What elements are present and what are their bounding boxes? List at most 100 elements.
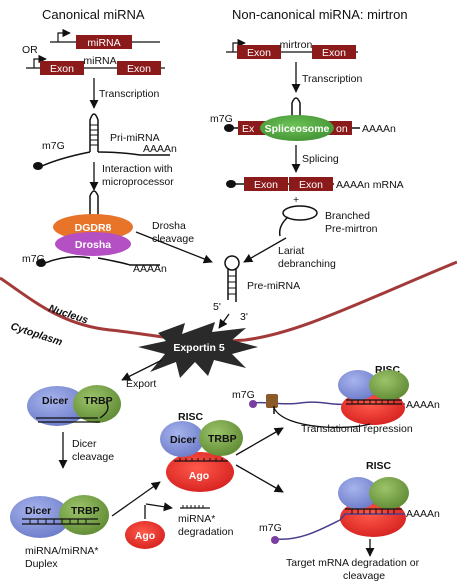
mrna-label: AAAAn mRNA bbox=[336, 179, 404, 191]
splicing-label: Splicing bbox=[302, 153, 339, 165]
spliceosome-label: Spliceosome bbox=[265, 123, 330, 135]
duplex-label-1: miRNA/miRNA* bbox=[25, 545, 99, 557]
passenger-strand bbox=[180, 505, 210, 509]
exon-left-label: Exon bbox=[50, 63, 74, 75]
arrow-passenger-degradation bbox=[145, 502, 173, 512]
target-label-1: Target mRNA degradation or bbox=[286, 557, 420, 569]
drosha-cleavage-label-2: cleavage bbox=[152, 233, 194, 245]
duplex-label-2: Duplex bbox=[25, 558, 58, 570]
polya-label-1: AAAAn bbox=[143, 143, 177, 155]
m7g-label-mirtron: m7G bbox=[210, 113, 233, 125]
risc-bottom bbox=[271, 477, 409, 544]
mirtron-exon-right-label: Exon bbox=[322, 47, 346, 59]
exportin-label: Exportin 5 bbox=[173, 342, 225, 354]
polya-bottom-label: AAAAn bbox=[406, 508, 440, 520]
spliceosome-shape bbox=[260, 115, 334, 141]
dicer-cleavage-label-2: cleavage bbox=[72, 451, 114, 463]
mirtron-exon-right bbox=[312, 45, 356, 59]
translational-repression-label: Translational repression bbox=[301, 423, 413, 435]
risc-top bbox=[249, 370, 409, 429]
title-noncanonical: Non-canonical miRNA: mirtron bbox=[232, 7, 408, 22]
arrow-lariat-debranching bbox=[243, 237, 287, 263]
spliced-mrna bbox=[226, 177, 334, 191]
nucleus-label: Nucleus bbox=[47, 302, 90, 326]
mirtron-gene bbox=[226, 38, 358, 59]
m7g-bottom-label: m7G bbox=[259, 522, 282, 534]
plus-sign: + bbox=[293, 194, 299, 206]
arrow-to-degradation bbox=[235, 464, 284, 493]
degradation-label-1: miRNA* bbox=[178, 513, 215, 525]
exportin-shape bbox=[138, 322, 258, 378]
spliceosome-complex bbox=[224, 97, 360, 141]
drosha-label: Drosha bbox=[75, 239, 111, 251]
m7g-top-label: m7G bbox=[232, 389, 255, 401]
arrow-to-exportin bbox=[218, 313, 230, 329]
interaction-label-1: Interaction with bbox=[102, 163, 173, 175]
on-fragment-label: on bbox=[336, 123, 348, 135]
dicer-complex-1 bbox=[27, 385, 121, 426]
risc-center-label: RISC bbox=[178, 411, 204, 423]
branched-label-1: Branched bbox=[325, 210, 370, 222]
dicer-cleavage-label-1: Dicer bbox=[72, 438, 97, 450]
canonical-gene-intronic: Exon Exon miRNA bbox=[26, 54, 165, 75]
dgdr8-label: DGDR8 bbox=[75, 222, 112, 234]
risc-bottom-label: RISC bbox=[366, 460, 392, 472]
trbp-label-1: TRBP bbox=[84, 395, 113, 407]
intronic-mirna-label: miRNA bbox=[83, 55, 116, 67]
canonical-gene-intergenic: miRNA bbox=[50, 28, 160, 49]
lariat-label-1: Lariat bbox=[278, 245, 304, 257]
three-prime-label: 3' bbox=[240, 311, 248, 323]
exon-box-left bbox=[40, 61, 84, 75]
arrow-export bbox=[121, 359, 163, 381]
pre-mirna bbox=[224, 255, 240, 302]
target-label-2: cleavage bbox=[343, 570, 385, 582]
drosha-shape bbox=[55, 232, 131, 256]
m7g-label-2: m7G bbox=[22, 253, 45, 265]
exon-right-label: Exon bbox=[127, 63, 151, 75]
ago-free-label: Ago bbox=[135, 530, 155, 542]
cytoplasm-label: Cytoplasm bbox=[9, 320, 64, 348]
drosha-cleavage-label-1: Drosha bbox=[152, 220, 186, 232]
mrna-exon-a: Exon bbox=[254, 179, 278, 191]
dicer-label-3: Dicer bbox=[170, 434, 196, 446]
lariat bbox=[278, 205, 318, 237]
cap-dot-2 bbox=[36, 259, 46, 267]
title-canonical: Canonical miRNA bbox=[42, 7, 145, 22]
transcription-mirtron-label: Transcription bbox=[302, 73, 362, 85]
mirna-box-label: miRNA bbox=[87, 37, 120, 49]
pri-mirna bbox=[33, 113, 170, 170]
dgdr8-shape bbox=[53, 214, 133, 240]
polya-label-mirtron: AAAAn bbox=[362, 123, 396, 135]
mirtron-exon-left-label: Exon bbox=[247, 47, 271, 59]
interaction-label-2: microprocessor bbox=[102, 176, 174, 188]
export-label: Export bbox=[126, 378, 156, 390]
trbp-label-3: TRBP bbox=[208, 433, 237, 445]
exon-box-right bbox=[117, 61, 161, 75]
cap-dot-1 bbox=[33, 162, 43, 170]
degradation-label-2: degradation bbox=[178, 526, 234, 538]
polya-top-label: AAAAn bbox=[406, 399, 440, 411]
arrow-to-repression bbox=[235, 427, 284, 456]
transcription-canonical-label: Transcription bbox=[99, 88, 159, 100]
dicer-complex-2 bbox=[10, 495, 109, 538]
arrow-risc-loading bbox=[111, 481, 161, 517]
mirtron-exon-left bbox=[237, 45, 281, 59]
lariat-label-2: debranching bbox=[278, 258, 336, 270]
polya-label-2: AAAAn bbox=[133, 263, 167, 275]
mirna-box bbox=[76, 35, 132, 49]
dicer-label-1: Dicer bbox=[42, 395, 68, 407]
branched-label-2: Pre-mirtron bbox=[325, 223, 378, 235]
mirtron-label: mirtron bbox=[280, 39, 313, 51]
m7g-label-1: m7G bbox=[42, 140, 65, 152]
or-label: OR bbox=[22, 44, 38, 56]
microprocessor-complex bbox=[36, 190, 160, 267]
pre-mirna-label: Pre-miRNA bbox=[247, 280, 300, 292]
arrow-drosha-cleavage bbox=[135, 231, 213, 264]
ago-free-shape bbox=[125, 521, 165, 549]
trbp-label-2: TRBP bbox=[71, 505, 100, 517]
pri-mirna-label: Pri-miRNA bbox=[110, 132, 160, 144]
ago-center-label: Ago bbox=[189, 470, 209, 482]
ex-fragment-label: Ex bbox=[242, 123, 255, 135]
